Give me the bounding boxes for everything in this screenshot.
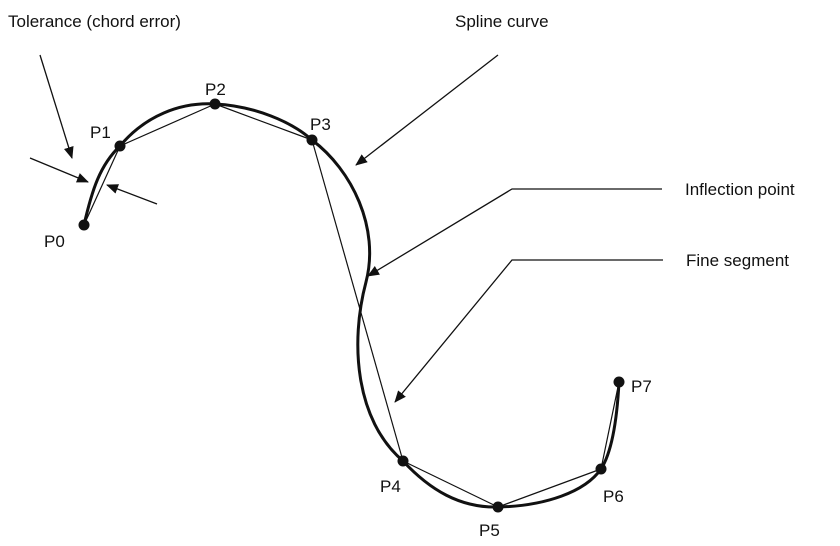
point-p0-label: P0 (44, 232, 65, 251)
tolerance-leader-arrow (39, 54, 74, 159)
point-p2-label: P2 (205, 80, 226, 99)
point-p0-dot (78, 219, 90, 231)
point-p5-label: P5 (479, 521, 500, 540)
point-p6-dot (595, 463, 607, 475)
chord-p2-p3 (214, 103, 313, 141)
point-p1-dot (114, 140, 126, 152)
point-p3-label: P3 (310, 115, 331, 134)
chord-segments (83, 103, 620, 508)
point-p5-dot (492, 501, 504, 513)
point-labels: P0 P1 P2 P3 P4 P5 P6 P7 (44, 80, 652, 540)
chord-p5-p6 (497, 468, 602, 508)
inflection-leader (367, 188, 662, 277)
point-p7-label: P7 (631, 377, 652, 396)
point-p2-dot (209, 98, 221, 110)
fine-segment-label: Fine segment (686, 251, 789, 270)
tolerance-right-arrow (106, 184, 158, 205)
point-p6-label: P6 (603, 487, 624, 506)
point-p4-dot (397, 455, 409, 467)
chord-p0-p1 (83, 145, 121, 226)
chord-p3-p4 (311, 139, 404, 462)
annotation-arrows (29, 54, 663, 403)
inflection-point-label: Inflection point (685, 180, 795, 199)
chord-p1-p2 (119, 103, 216, 147)
chord-p4-p5 (402, 460, 499, 508)
tolerance-label: Tolerance (chord error) (8, 12, 181, 31)
annotation-labels: Tolerance (chord error) Spline curve Inf… (8, 12, 795, 270)
point-p1-label: P1 (90, 123, 111, 142)
point-p7-dot (613, 376, 625, 388)
spline-curve (82, 102, 621, 509)
point-markers (78, 98, 625, 513)
spline-curve-arrow (355, 54, 499, 166)
spline-curve-label: Spline curve (455, 12, 549, 31)
point-p4-label: P4 (380, 477, 401, 496)
chord-p6-p7 (600, 381, 620, 470)
fine-segment-leader (394, 259, 663, 403)
tolerance-left-arrow (29, 157, 89, 183)
point-p3-dot (306, 134, 318, 146)
